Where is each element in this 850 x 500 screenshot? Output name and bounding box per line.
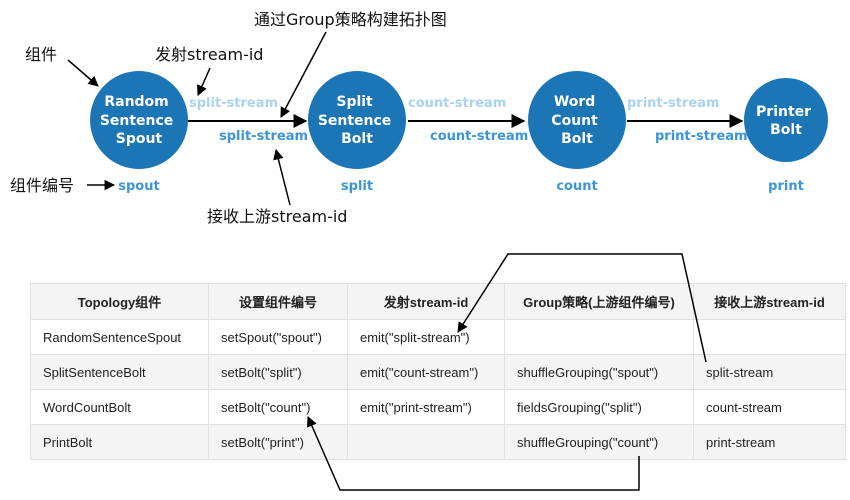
table-cell: split-stream xyxy=(693,354,846,390)
header-group-strategy: Group策略(上游组件编号) xyxy=(504,283,694,320)
table-row: SplitSentenceBolt setBolt("split") emit(… xyxy=(30,354,846,390)
header-component: Topology组件 xyxy=(30,283,209,320)
topology-table: Topology组件 设置组件编号 发射stream-id Group策略(上游… xyxy=(30,283,846,460)
emit-stream-label-2: count-stream xyxy=(408,96,506,111)
header-receive-stream: 接收上游stream-id xyxy=(693,283,846,320)
annotation-group-arrow xyxy=(280,31,327,118)
annotation-component-arrow xyxy=(67,59,99,87)
node-split xyxy=(308,71,406,169)
node-split-id: split xyxy=(341,179,373,194)
header-emit-stream: 发射stream-id xyxy=(347,283,505,320)
node-print xyxy=(744,78,828,162)
node-spout-id: spout xyxy=(118,179,159,194)
annotation-component-id: 组件编号 xyxy=(10,176,74,195)
node-print-label: Printer Bolt xyxy=(756,104,816,138)
table-row: WordCountBolt setBolt("count") emit("pri… xyxy=(30,389,846,425)
table-row: RandomSentenceSpout setSpout("spout") em… xyxy=(30,319,846,355)
node-print-id: print xyxy=(768,179,804,194)
receive-stream-label-2: count-stream xyxy=(430,129,528,144)
table-cell: RandomSentenceSpout xyxy=(30,319,209,355)
emit-stream-label-3: print-stream xyxy=(627,96,720,111)
table-row: PrintBolt setBolt("print") shuffleGroupi… xyxy=(30,424,846,460)
header-set-id: 设置组件编号 xyxy=(208,283,348,320)
table-cell: fieldsGrouping("split") xyxy=(504,389,694,425)
annotation-emit-stream-id: 发射stream-id xyxy=(155,45,263,64)
table-cell: setBolt("count") xyxy=(208,389,348,425)
table-cell: shuffleGrouping("count") xyxy=(504,424,694,460)
table-cell: setSpout("spout") xyxy=(208,319,348,355)
table-cell xyxy=(347,424,505,460)
annotation-receive-stream-id: 接收上游stream-id xyxy=(207,207,347,226)
node-count xyxy=(528,71,626,169)
annotation-receive-arrow xyxy=(273,148,291,206)
node-split-label: Split Sentence Bolt xyxy=(318,94,396,147)
table-cell: emit("print-stream") xyxy=(347,389,505,425)
table-cell: shuffleGrouping("spout") xyxy=(504,354,694,390)
topology-diagram: Random Sentence Spout Split Sentence Bol… xyxy=(10,10,828,226)
table-cell: emit("count-stream") xyxy=(347,354,505,390)
table-cell: PrintBolt xyxy=(30,424,209,460)
table-cell: emit("split-stream") xyxy=(347,319,505,355)
table-cell xyxy=(693,319,846,355)
table-cell: setBolt("print") xyxy=(208,424,348,460)
node-count-label: Word Count Bolt xyxy=(551,94,602,147)
table-cell: SplitSentenceBolt xyxy=(30,354,209,390)
annotation-emit-arrow xyxy=(197,67,211,96)
receive-stream-label-1: split-stream xyxy=(219,129,308,144)
table-header-row: Topology组件 设置组件编号 发射stream-id Group策略(上游… xyxy=(30,283,846,320)
node-spout-label: Random Sentence Spout xyxy=(100,94,178,147)
emit-stream-label-1: split-stream xyxy=(189,96,278,111)
receive-stream-label-3: print-stream xyxy=(655,129,748,144)
node-spout xyxy=(90,71,188,169)
table-cell: WordCountBolt xyxy=(30,389,209,425)
table-cell: count-stream xyxy=(693,389,846,425)
node-count-id: count xyxy=(556,179,597,194)
table-cell: setBolt("split") xyxy=(208,354,348,390)
table-cell xyxy=(504,319,694,355)
annotation-group-strategy: 通过Group策略构建拓扑图 xyxy=(254,10,447,29)
annotation-component: 组件 xyxy=(25,45,57,64)
table-cell: print-stream xyxy=(693,424,846,460)
